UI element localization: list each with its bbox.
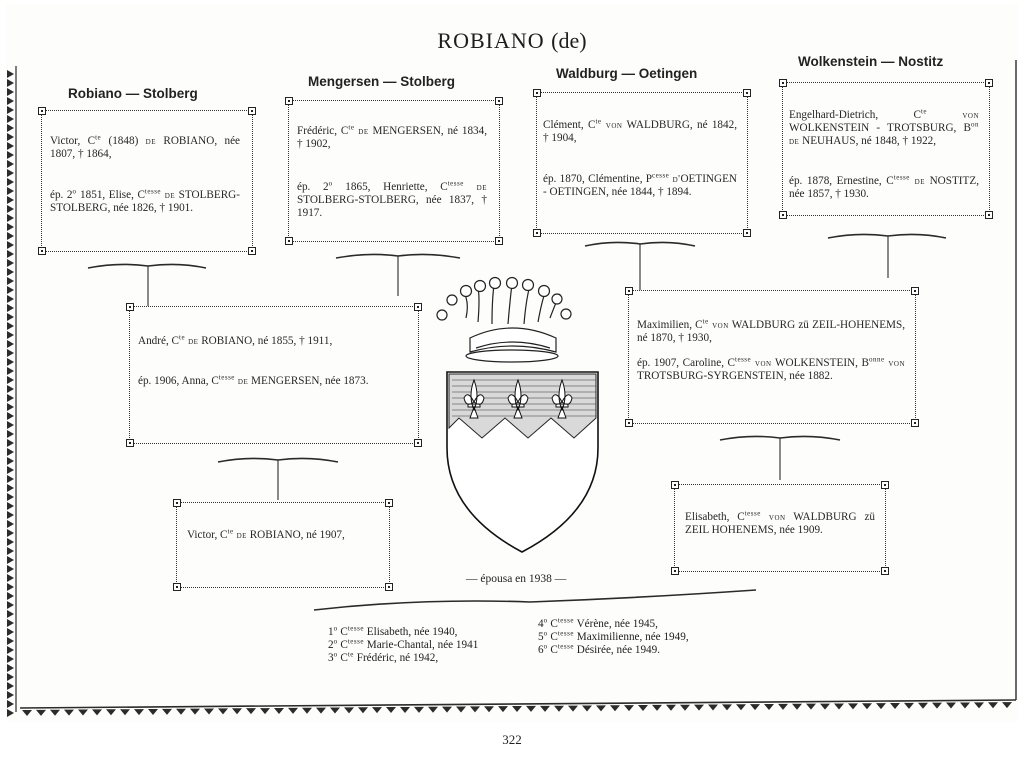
child-4: 4o Ctesse Vérène, née 1945, (538, 616, 658, 630)
parent-1-person: André, Cte de ROBIANO, né 1855, † 1911, (138, 333, 333, 347)
ancestor-2-spouse: ép. 2o 1865, Henriette, Ctesse de STOLBE… (297, 179, 487, 219)
ancestor-1-person: Victor, Cte (1848) de ROBIANO, née 1807,… (50, 133, 241, 160)
title-main: ROBIANO (437, 28, 545, 53)
child-3: 3o Cte Frédéric, né 1942, (328, 650, 439, 664)
parent-2-spouse: ép. 1907, Caroline, Ctesse von WOLKENSTE… (637, 355, 906, 382)
couple-box-2: Elisabeth, Ctesse von WALDBURG zü ZEIL H… (671, 481, 889, 575)
ancestor-3-person: Clément, Cte von WALDBURG, né 1842, † 19… (543, 117, 738, 144)
couple-box-1: Victor, Cte de ROBIANO, né 1907, (173, 499, 393, 591)
ancestor-box-4: Engelhard-Dietrich, Cte von WOLKENSTEIN … (779, 79, 993, 219)
child-6: 6o Ctesse Désirée, née 1949. (538, 642, 661, 656)
couple-2-person: Elisabeth, Ctesse von WALDBURG zü ZEIL H… (685, 509, 875, 536)
child-5: 5o Ctesse Maximilienne, née 1949, (538, 629, 689, 643)
family-heading-1: Robiano — Stolberg (68, 86, 198, 101)
ancestor-4-person: Engelhard-Dietrich, Cte von WOLKENSTEIN … (789, 107, 979, 147)
ancestor-box-2: Frédéric, Cte de MENGERSEN, né 1834, † 1… (285, 97, 503, 245)
parent-box-2: Maximilien, Cte von WALDBURG zü ZEIL-HOH… (625, 287, 919, 427)
ancestor-box-3: Clément, Cte von WALDBURG, né 1842, † 19… (533, 89, 751, 237)
ancestor-3-spouse: ép. 1870, Clémentine, Pcesse d'OETINGEN … (543, 171, 737, 198)
children-list-left: 1o Ctesse Elisabeth, née 1940, 2o Ctesse… (328, 624, 479, 664)
marriage-label: — épousa en 1938 — (466, 573, 567, 585)
family-heading-2: Mengersen — Stolberg (308, 74, 456, 89)
couple-1-person: Victor, Cte de ROBIANO, né 1907, (187, 527, 345, 541)
page-title: ROBIANO (de) (0, 28, 1024, 54)
ancestor-4-spouse: ép. 1878, Ernestine, Ctesse de NOSTITZ, … (789, 173, 979, 200)
page-number: 322 (502, 732, 522, 747)
parent-box-1: André, Cte de ROBIANO, né 1855, † 1911, … (126, 303, 422, 447)
ancestor-1-spouse: ép. 2o 1851, Elise, Ctesse de STOLBERG-S… (50, 187, 240, 214)
ancestor-2-person: Frédéric, Cte de MENGERSEN, né 1834, † 1… (297, 123, 488, 150)
title-particle: (de) (551, 28, 587, 53)
child-1: 1o Ctesse Elisabeth, née 1940, (328, 624, 458, 638)
family-heading-4: Wolkenstein — Nostitz (798, 54, 944, 69)
child-2: 2o Ctesse Marie-Chantal, née 1941 (328, 637, 479, 651)
parent-1-spouse: ép. 1906, Anna, Ctesse de MENGERSEN, née… (138, 373, 369, 387)
family-heading-3: Waldburg — Oetingen (556, 66, 698, 81)
ancestor-box-1: Victor, Cte (1848) de ROBIANO, née 1807,… (38, 107, 256, 255)
children-list-right: 4o Ctesse Vérène, née 1945, 5o Ctesse Ma… (538, 616, 689, 656)
parent-2-person: Maximilien, Cte von WALDBURG zü ZEIL-HOH… (637, 317, 905, 344)
